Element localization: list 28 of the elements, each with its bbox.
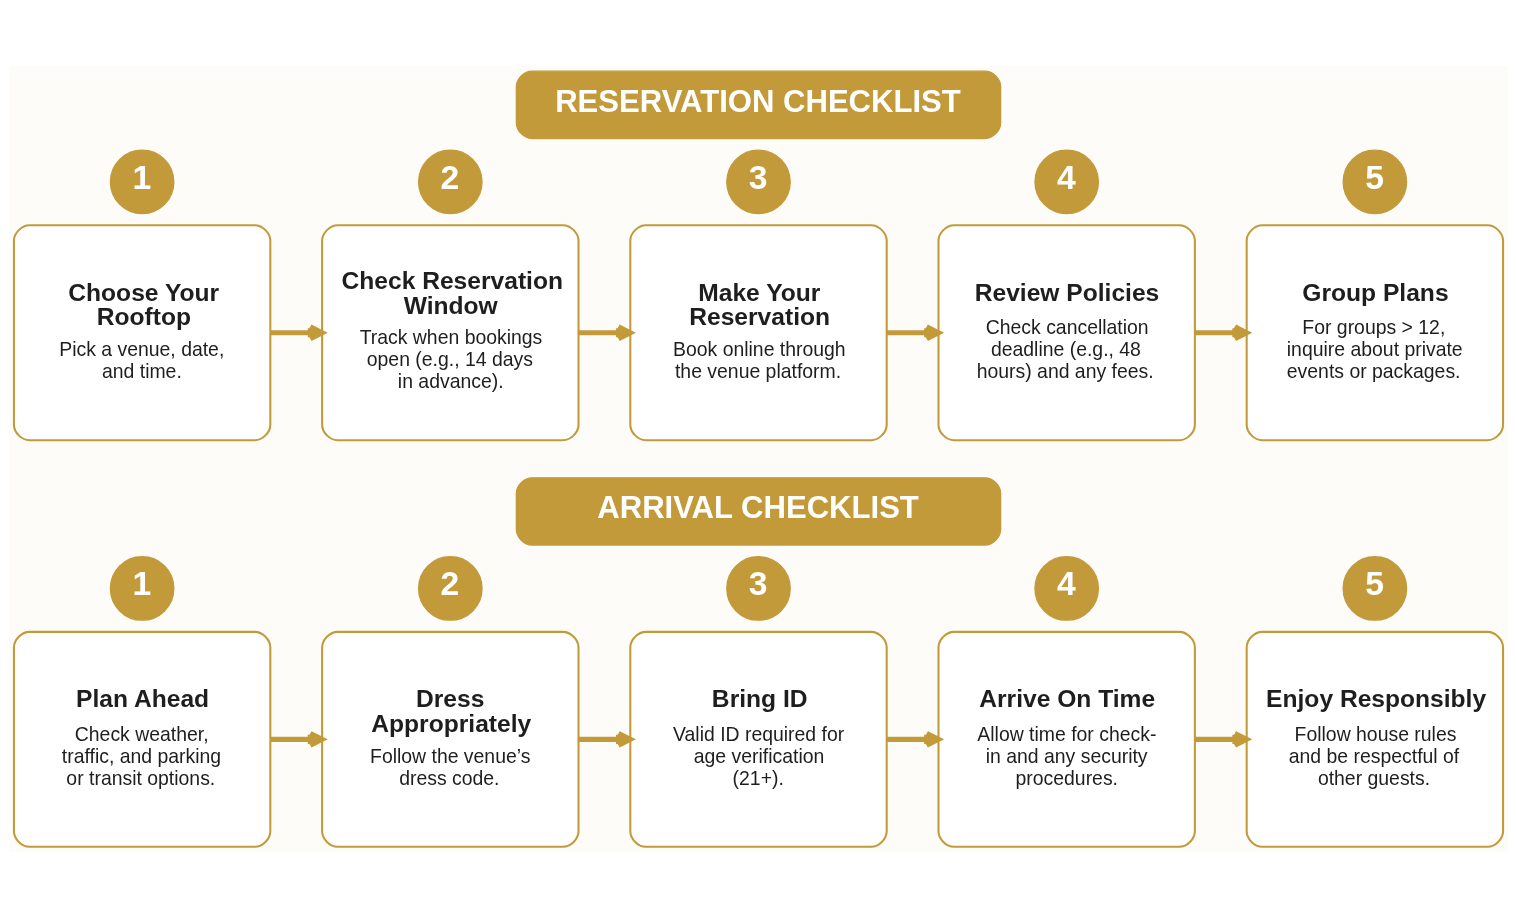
arrow [886, 730, 942, 748]
node-box: Arrive On Time Allow time for check-in and any security procedures. [937, 630, 1196, 848]
node-box: Review Policies Check cancellation deadline (e.g., 48 hours) and any fees. [937, 224, 1196, 442]
node-circle: 4 [1034, 556, 1100, 621]
node-box: Group Plans For groups > 12, inquire about private events or packages. [1245, 224, 1505, 442]
node-box: RESERVATION CHECKLIST [515, 70, 1002, 140]
node-circle: 5 [1342, 556, 1408, 621]
node-box: ARRIVAL CHECKLIST [515, 477, 1002, 546]
arrow [1194, 324, 1250, 342]
node-circle: 1 [109, 149, 175, 215]
node-box: Choose Your Rooftop Pick a venue, date, and time. [12, 224, 272, 442]
node-box: Plan Ahead Check weather, traffic, and parking or transit options. [12, 630, 272, 848]
arrow [578, 324, 633, 342]
node-circle: 2 [417, 556, 483, 621]
node-circle: 1 [109, 556, 175, 621]
node-box: Enjoy Responsibly Follow house rules and be respectful of other guests. [1245, 630, 1505, 848]
node-circle: 3 [726, 556, 791, 621]
node-box: Dress Appropriately Follow the venue’s dress code. [321, 630, 580, 848]
arrow [578, 730, 633, 748]
node-circle: 3 [726, 149, 791, 215]
node-box: Check Reservation Window Track when bookings open (e.g., 14 days in advance). [321, 224, 580, 442]
node-circle: 5 [1342, 149, 1408, 215]
node-circle: 2 [417, 149, 483, 215]
node-circle: 4 [1034, 149, 1100, 215]
node-box: Bring ID Valid ID required for age verification (21+). [629, 630, 888, 848]
arrow [1194, 730, 1250, 748]
node-box: Make Your Reservation Book online through the venue platform. [629, 224, 888, 442]
arrow [886, 324, 942, 342]
